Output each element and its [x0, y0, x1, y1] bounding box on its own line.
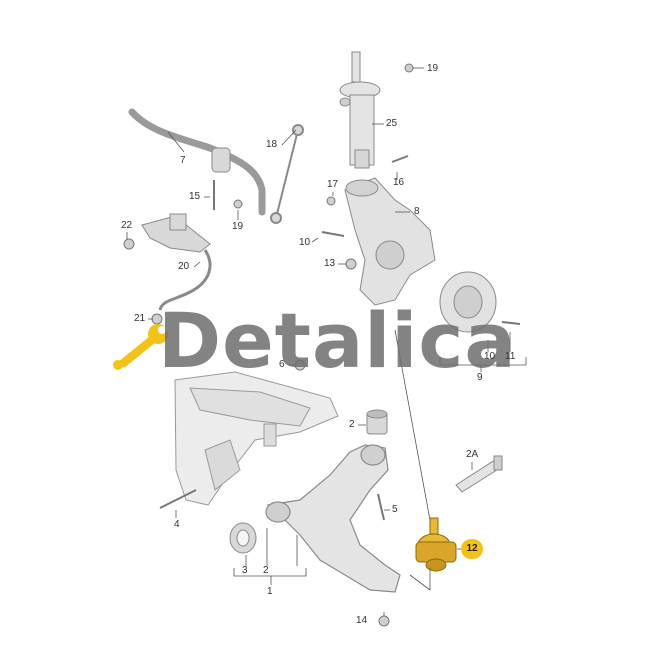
sensor-wire: [158, 249, 212, 311]
callout-3: 3: [242, 565, 248, 576]
callout-8: 8: [414, 206, 420, 217]
bolts: [159, 155, 521, 521]
callout-13: 13: [324, 258, 336, 269]
callout-5: 5: [392, 504, 398, 515]
callout-19: 19: [427, 63, 439, 74]
callout-2A: 2A: [466, 449, 479, 460]
callout-4: 4: [174, 519, 180, 530]
strut-25: [339, 51, 381, 169]
nuts: [123, 63, 414, 627]
callout-21: 21: [134, 313, 146, 324]
callout-10b: 10: [484, 351, 496, 362]
callout-18: 18: [266, 139, 278, 150]
callout-6: 6: [279, 359, 285, 370]
callout-22: 22: [121, 220, 133, 231]
callout-12-highlight: 12: [461, 539, 483, 559]
callout-14: 14: [356, 615, 368, 626]
callout-17: 17: [327, 179, 339, 190]
callout-11: 11: [505, 351, 516, 362]
callout-10a: 10: [299, 237, 311, 248]
callout-20: 20: [178, 261, 190, 272]
subframe: [174, 371, 339, 506]
steering-knuckle-8: [344, 177, 436, 306]
control-arm: [265, 444, 401, 593]
stabilizer-bar: [128, 108, 266, 216]
stabilizer-clamp: [211, 147, 231, 173]
leader-lines: [126, 67, 527, 616]
ball-joint-12: [415, 517, 457, 572]
sensor-bracket-20: [141, 213, 211, 253]
callout-2b: 2: [263, 565, 269, 576]
callout-19b: 19: [232, 221, 244, 232]
bushing-3: [229, 522, 257, 554]
callout-9: 9: [477, 372, 483, 383]
callout-2: 2: [349, 419, 355, 430]
grease-tube-2A: [455, 455, 503, 493]
callout-1: 1: [267, 586, 273, 597]
callout-15: 15: [189, 191, 201, 202]
callout-16: 16: [393, 177, 405, 188]
callout-7: 7: [180, 155, 186, 166]
bushing-2: [366, 409, 388, 435]
link-rod-18: [270, 124, 304, 224]
wheel-hub-9: [439, 271, 497, 333]
wrench-logo: [113, 324, 168, 370]
watermark-text: Detalica: [158, 296, 517, 385]
callout-25: 25: [386, 118, 398, 129]
